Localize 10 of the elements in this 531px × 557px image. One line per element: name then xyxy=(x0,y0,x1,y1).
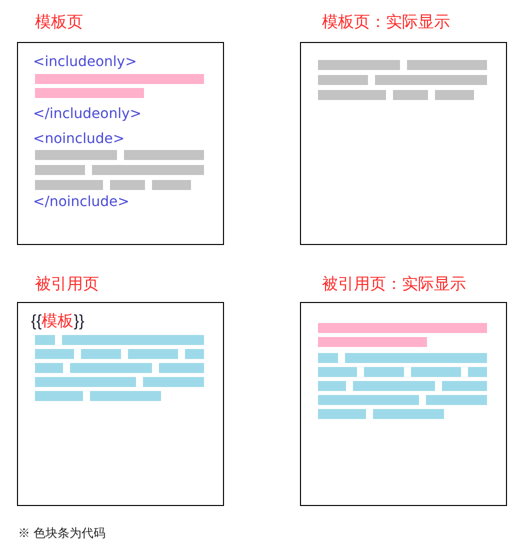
code-tag: <noinclude> xyxy=(33,130,125,148)
panel-title: 模板页：实际显示 xyxy=(322,14,450,32)
panel-title: 模板页 xyxy=(35,14,83,32)
code-tag: <includeonly> xyxy=(33,53,137,71)
code-tag: </includeonly> xyxy=(33,105,142,123)
panel-title: 被引用页 xyxy=(35,276,99,294)
panel-title: 被引用页：实际显示 xyxy=(322,276,466,294)
code-tag: </noinclude> xyxy=(33,193,130,211)
footnote-text: ※ 色块条为代码 xyxy=(18,526,106,541)
template-call-text: {{模板}} xyxy=(31,313,84,331)
